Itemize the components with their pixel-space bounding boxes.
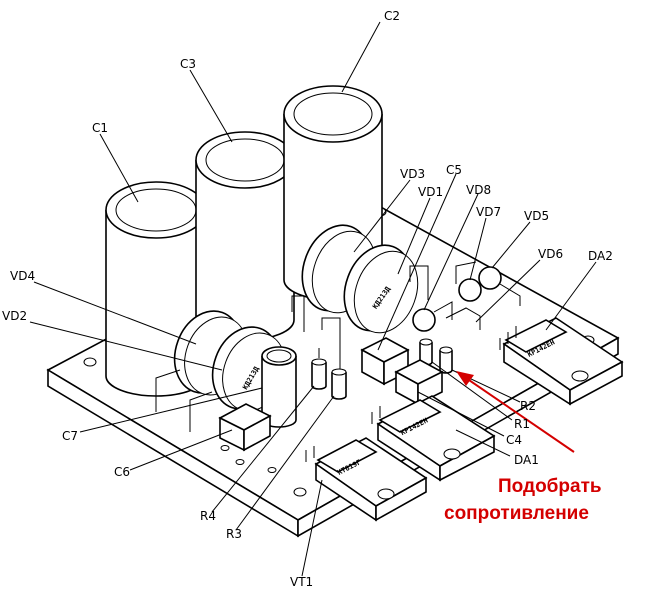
label-r1: R1 [514,417,530,431]
label-vd1: VD1 [418,185,443,199]
lead-wire [409,265,429,300]
label-vd6: VD6 [538,247,563,261]
label-vd3: VD3 [400,167,425,181]
label-r2: R2 [520,399,536,413]
label-c3: C3 [180,57,196,71]
annotation-line2: сопротивление [444,503,589,524]
capacitor-c3 [195,131,295,341]
label-c5: C5 [446,163,462,177]
lead-wire [155,369,181,412]
label-c7: C7 [62,429,78,443]
regulator-da1: KP142EH [371,395,496,482]
lead-wire [321,317,341,370]
regulator-da2: KP142EH [499,317,624,406]
lead-wire [189,391,213,432]
diode-vd6 [445,307,481,330]
capacitor-c4 [394,359,444,406]
label-c2: C2 [384,9,400,23]
leader-lines [29,21,597,577]
capacitor-c7 [261,346,297,428]
capacitor-c6 [218,403,272,452]
label-r4: R4 [200,509,216,523]
label-vd8: VD8 [466,183,491,197]
label-vd4: VD4 [10,269,35,283]
label-vd5: VD5 [524,209,549,223]
resistor-r4 [311,348,327,390]
capacitor-c5 [360,337,410,386]
label-c6: C6 [114,465,130,479]
label-c4: C4 [506,433,522,447]
annotation-line1: Подобрать [498,476,602,497]
label-da1: DA1 [514,453,539,467]
lead-wire [291,295,305,332]
transistor-vt1: KT819Г [305,437,428,522]
label-vt1: VT1 [290,575,313,589]
label-da2: DA2 [588,249,613,263]
adjust-arrow [456,371,575,453]
label-vd2: VD2 [2,309,27,323]
resistor-r3 [331,368,347,400]
diode-vd5 [478,266,521,306]
label-vd7: VD7 [476,205,501,219]
label-c1: C1 [92,121,108,135]
label-r3: R3 [226,527,242,541]
diode-vd1: KД213Д [343,244,419,334]
